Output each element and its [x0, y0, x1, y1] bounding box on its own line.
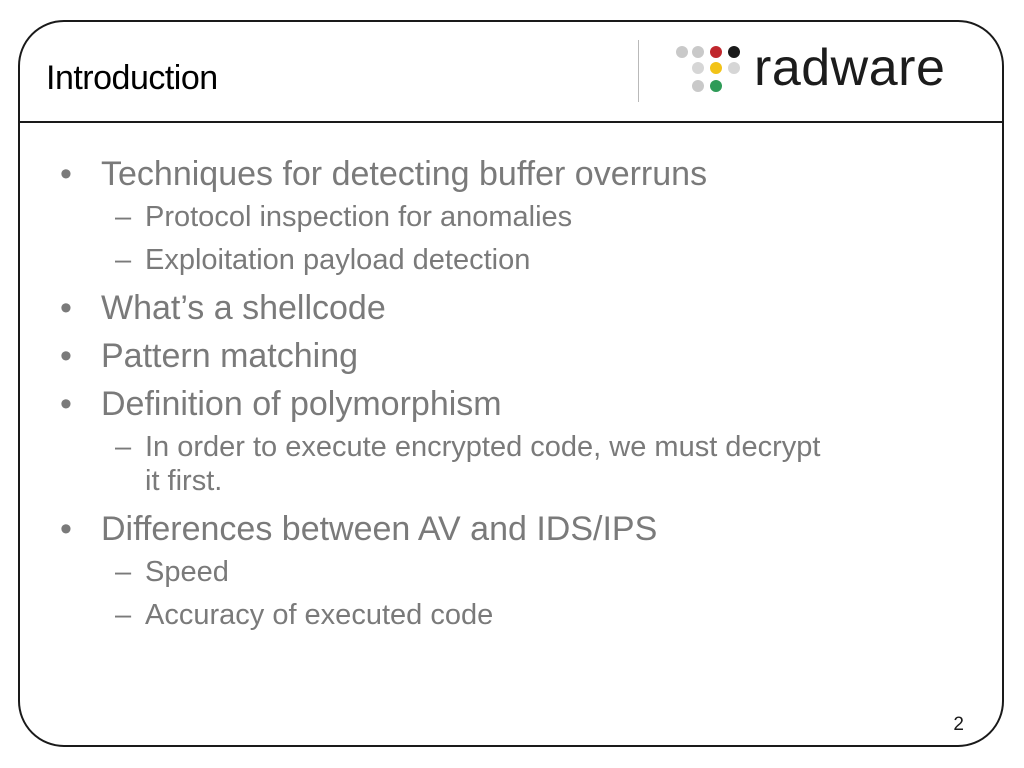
sub-bullet-text: Speed [145, 556, 229, 588]
dash-marker: – [115, 431, 132, 463]
bullet-text: Differences between AV and IDS/IPS [101, 510, 658, 548]
logo-dots-icon [670, 40, 750, 100]
bullet-item: • Definition of polymorphism [60, 384, 960, 424]
logo-dot [710, 46, 722, 58]
sub-bullet-item: – In order to execute encrypted code, we… [60, 430, 960, 498]
bullet-text: What’s a shellcode [101, 289, 386, 327]
bullet-text: Pattern matching [101, 337, 359, 375]
sub-bullet-text: Protocol inspection for anomalies [145, 201, 573, 233]
slide-frame [18, 20, 1004, 747]
logo-dot [710, 62, 722, 74]
bullet-item: • Differences between AV and IDS/IPS [60, 509, 960, 549]
logo-dot [728, 62, 740, 74]
dash-marker: – [115, 201, 132, 233]
header-divider [18, 121, 1004, 123]
bullet-item: • What’s a shellcode [60, 288, 960, 328]
sub-bullet-text: Exploitation payload detection [145, 244, 531, 276]
sub-bullet-text: Accuracy of executed code [145, 599, 494, 631]
logo-dot [692, 80, 704, 92]
logo-divider [638, 40, 639, 102]
sub-bullet-item: – Protocol inspection for anomalies [60, 200, 960, 234]
bullet-marker: • [60, 510, 72, 548]
dash-marker: – [115, 599, 132, 631]
logo-dot [728, 46, 740, 58]
bullet-marker: • [60, 289, 72, 327]
bullet-marker: • [60, 385, 72, 423]
sub-bullet-item: – Accuracy of executed code [60, 598, 960, 632]
radware-logo: radware [670, 39, 990, 100]
bullet-text: Techniques for detecting buffer overruns [101, 155, 708, 193]
dash-marker: – [115, 556, 132, 588]
logo-dot [710, 80, 722, 92]
sub-bullet-item: – Exploitation payload detection [60, 243, 960, 277]
bullet-text: Definition of polymorphism [101, 385, 502, 423]
logo-dot [692, 46, 704, 58]
sub-bullet-item: – Speed [60, 555, 960, 589]
bullet-list: • Techniques for detecting buffer overru… [60, 154, 960, 643]
bullet-item: • Techniques for detecting buffer overru… [60, 154, 960, 194]
bullet-marker: • [60, 155, 72, 193]
bullet-item: • Pattern matching [60, 336, 960, 376]
logo-dot [692, 62, 704, 74]
sub-bullet-text: In order to execute encrypted code, we m… [145, 431, 821, 497]
logo-dot [676, 46, 688, 58]
page-number: 2 [953, 714, 964, 735]
slide-title: Introduction [46, 59, 218, 97]
dash-marker: – [115, 244, 132, 276]
bullet-marker: • [60, 337, 72, 375]
logo-wordmark: radware [754, 39, 946, 97]
